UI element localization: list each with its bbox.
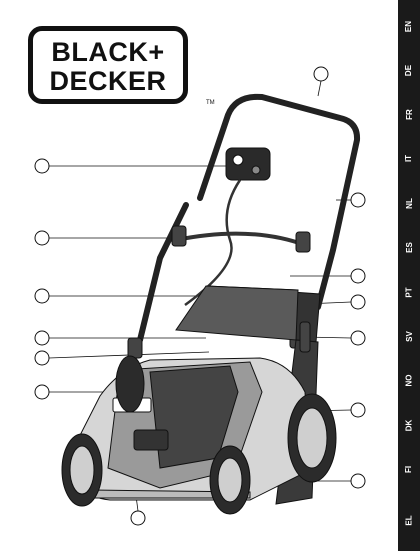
language-tab-es[interactable]: ES [404,241,414,253]
language-tab-no[interactable]: NO [404,374,414,386]
callout-circle [313,66,329,82]
callout-circle [34,288,50,304]
callout-circle [34,350,50,366]
callout-circle [34,230,50,246]
callout-circle [350,192,366,208]
callout-circle [350,402,366,418]
language-tab-en[interactable]: EN [404,20,414,32]
language-tab-sv[interactable]: SV [404,330,414,342]
language-tab-pt[interactable]: PT [404,286,414,298]
cable [184,179,242,307]
callout-circle [350,473,366,489]
callout-circle [34,384,50,400]
language-tab-dk[interactable]: DK [404,419,414,431]
brand-logo-line1: BLACK+ [51,37,165,67]
language-tab-fi[interactable]: FI [404,465,414,473]
brand-logo-line2: DECKER [49,66,167,96]
callout-circle [350,330,366,346]
mower-wheels [61,355,337,515]
language-sidebar: EN DE FR IT NL ES PT SV NO DK FI EL [398,0,420,551]
language-tab-nl[interactable]: NL [404,197,414,209]
language-tab-el[interactable]: EL [404,514,414,526]
mower-deck [69,357,311,501]
callout-circles [34,66,366,526]
language-tab-de[interactable]: DE [404,64,414,76]
handle-crossbar [175,231,306,247]
callout-circle [130,510,146,526]
language-tab-it[interactable]: IT [404,154,414,162]
height-adjust-lever [299,321,311,353]
callout-circle [34,158,50,174]
trademark-mark: TM [206,100,215,106]
language-tab-fr[interactable]: FR [404,108,414,120]
brand-logo: BLACK+ DECKER [28,26,188,104]
callout-circle [350,294,366,310]
callout-circle [34,330,50,346]
callout-circle [350,268,366,284]
control-box [225,147,271,181]
mower-handle [137,93,361,343]
lawn-mower-illustration [34,66,366,526]
